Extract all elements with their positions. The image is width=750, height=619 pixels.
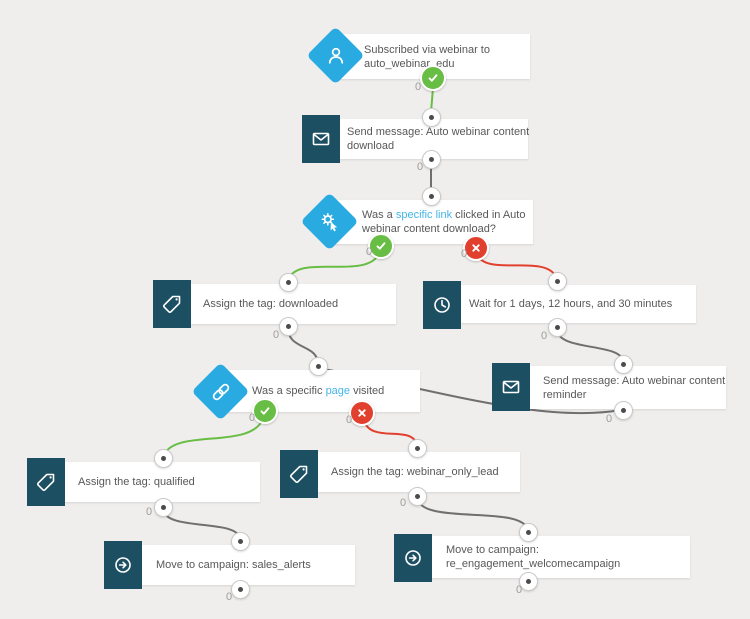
node-send-message-reminder[interactable]: Send message: Auto webinar content remin…	[530, 366, 726, 409]
node-label: Assign the tag: qualified	[78, 476, 195, 488]
edge-tag-qualified-to-move-sales	[162, 508, 241, 540]
tag-icon	[280, 450, 318, 498]
label-text: visited	[350, 385, 385, 397]
node-label: Was a specific page visited	[252, 384, 414, 398]
node-label: Was a specific link clicked in Auto	[362, 208, 527, 222]
port-send-reminder-in[interactable]	[614, 355, 633, 374]
port-tag-qualified-in[interactable]	[154, 449, 173, 468]
port-move-sales-in[interactable]	[231, 532, 250, 551]
tag-icon	[153, 280, 191, 328]
node-label: webinar content download?	[362, 223, 496, 235]
node-label: re_engagement_welcomecampaign	[446, 558, 621, 570]
label-text: Was a	[362, 209, 396, 221]
count-subscribed-yes: 0	[415, 81, 422, 93]
port-move-reengagement-in[interactable]	[519, 523, 538, 542]
edge-link-clicked-no-to-wait	[476, 253, 558, 280]
edge-wait-to-send-reminder	[556, 328, 624, 363]
count-page-visited-no: 0	[346, 414, 353, 426]
node-label: Move to campaign: sales_alerts	[156, 559, 311, 571]
node-label: reminder	[543, 388, 587, 401]
node-label: Send message: Auto webinar content	[347, 126, 530, 138]
node-send-message-download[interactable]: Send message: Auto webinar content downl…	[340, 119, 530, 159]
node-label: Assign the tag: webinar_only_lead	[331, 466, 499, 478]
count-page-visited-yes: 0	[249, 412, 256, 424]
count-move-reengagement-out: 0	[516, 584, 523, 596]
count-tag-qualified-out: 0	[146, 506, 153, 518]
port-tag-downloaded-in[interactable]	[279, 273, 298, 292]
no-x-icon[interactable]	[463, 235, 489, 261]
port-send-download-in[interactable]	[422, 108, 441, 127]
count-send-download-out: 0	[417, 161, 424, 173]
node-move-to-campaign-reengagement[interactable]: Move to campaign: re_engagement_welcomec…	[432, 536, 690, 578]
node-wait-delay[interactable]: Wait for 1 days, 12 hours, and 30 minute…	[461, 285, 696, 323]
node-label: Send message: Auto webinar content	[543, 374, 726, 387]
tag-icon	[27, 458, 65, 506]
port-send-reminder-out[interactable]	[614, 401, 633, 420]
port-send-download-out[interactable]	[422, 150, 441, 169]
port-link-clicked-in[interactable]	[422, 187, 441, 206]
no-x-icon[interactable]	[349, 400, 375, 426]
node-label: Wait for 1 days, 12 hours, and 30 minute…	[469, 298, 673, 310]
count-wait-out: 0	[541, 330, 548, 342]
label-text: Was a specific	[252, 385, 326, 397]
count-link-clicked-yes: 0	[366, 246, 373, 258]
port-wait-in[interactable]	[548, 272, 567, 291]
node-label: Subscribed via webinar to	[364, 43, 490, 56]
node-move-to-campaign-sales-alerts[interactable]: Move to campaign: sales_alerts	[142, 545, 355, 585]
node-label: download	[347, 140, 395, 152]
count-tag-downloaded-out: 0	[273, 329, 280, 341]
node-assign-tag-webinar-only-lead[interactable]: Assign the tag: webinar_only_lead	[318, 452, 520, 492]
yes-check-icon[interactable]	[420, 65, 446, 91]
port-tag-qualified-out[interactable]	[154, 498, 173, 517]
count-tag-webinar-only-out: 0	[400, 497, 407, 509]
node-link-clicked-condition[interactable]: Was a specific link clicked in Auto webi…	[330, 200, 533, 244]
label-text: clicked in Auto	[452, 209, 526, 221]
edge-link-clicked-yes-to-tag-downloaded	[287, 251, 381, 281]
link-icon	[199, 370, 243, 414]
port-page-visited-in[interactable]	[309, 357, 328, 376]
count-move-sales-out: 0	[226, 591, 233, 603]
move-arrow-icon	[394, 534, 432, 582]
port-tag-webinar-only-out[interactable]	[408, 487, 427, 506]
node-label: auto_webinar_edu	[364, 57, 455, 70]
count-send-reminder-out: 0	[606, 413, 613, 425]
node-label: Assign the tag: downloaded	[203, 298, 339, 310]
edge-page-visited-no-to-tag-webinar-only	[363, 420, 418, 446]
move-arrow-icon	[104, 541, 142, 589]
yes-check-icon[interactable]	[252, 398, 278, 424]
port-tag-downloaded-out[interactable]	[279, 317, 298, 336]
port-move-sales-out[interactable]	[231, 580, 250, 599]
port-wait-out[interactable]	[548, 318, 567, 337]
count-link-clicked-no: 0	[461, 248, 468, 260]
port-tag-webinar-only-in[interactable]	[408, 439, 427, 458]
envelope-icon	[492, 363, 530, 411]
yes-check-icon[interactable]	[368, 233, 394, 259]
edge-page-visited-yes-to-tag-qualified	[163, 418, 264, 456]
clock-icon	[423, 281, 461, 329]
specific-link-link[interactable]: specific link	[395, 209, 453, 221]
node-label: Move to campaign:	[446, 544, 539, 556]
node-assign-tag-qualified[interactable]: Assign the tag: qualified	[65, 462, 260, 502]
page-link[interactable]: page	[325, 385, 351, 397]
node-assign-tag-downloaded[interactable]: Assign the tag: downloaded	[191, 284, 396, 324]
person-icon	[314, 34, 358, 78]
link-click-icon	[308, 200, 352, 244]
port-move-reengagement-out[interactable]	[519, 572, 538, 591]
edge-tag-webinar-only-to-move-reengagement	[416, 497, 529, 531]
envelope-icon	[302, 115, 340, 163]
